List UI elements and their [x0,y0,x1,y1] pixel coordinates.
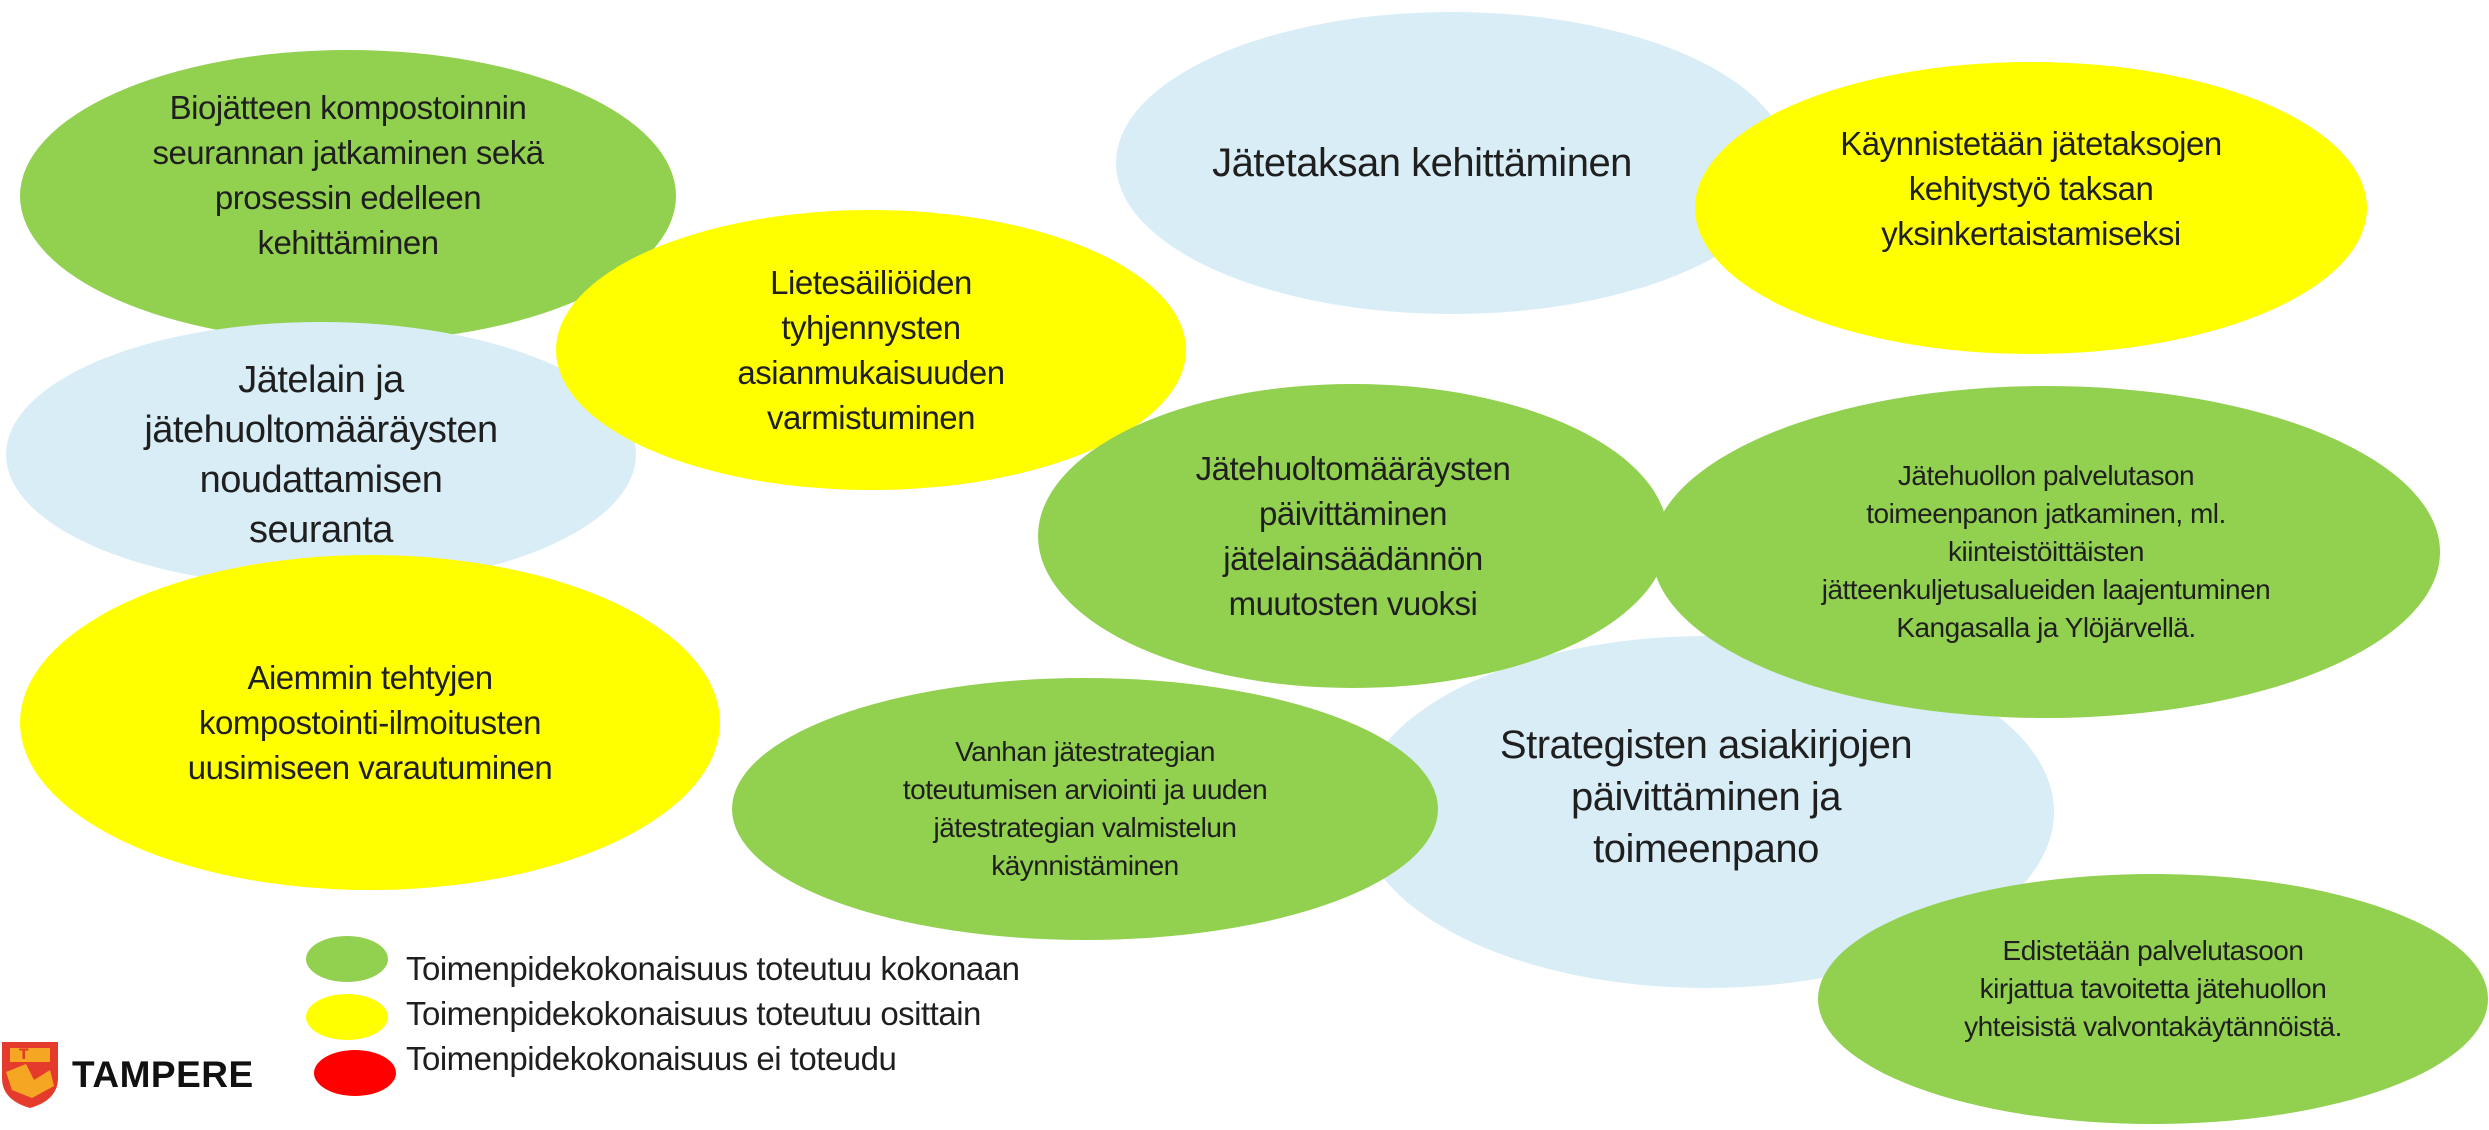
legend-swatch-red [314,1050,396,1096]
measure-jatelain-seuranta: Jätelain ja jätehuoltomääräysten noudatt… [6,322,636,587]
measure-biojate: Biojätteen kompostoinnin seurannan jatka… [20,50,676,342]
tampere-coat-of-arms-icon: T [2,1042,58,1108]
legend-label-yellow: Toimenpidekokonaisuus toteutuu osittain [406,995,981,1032]
legend-label-red: Toimenpidekokonaisuus ei toteudu [406,1040,897,1077]
measure-jatetaksa-label: Jätetaksan kehittäminen [1212,140,1632,185]
legend-swatch-green [306,936,388,982]
measure-jatetaksat-kehitystyo: Käynnistetään jätetaksojen kehitystyö ta… [1695,62,2367,354]
tampere-logo-text: TAMPERE [72,1054,254,1095]
measure-maaraysten-paivitys-label: Jätehuoltomääräysten päivittäminen jätel… [1195,450,1511,622]
measure-biojate-label: Biojätteen kompostoinnin seurannan jatka… [152,89,544,261]
measure-jatestrategia: Vanhan jätestrategian toteutumisen arvio… [732,678,1438,940]
measure-strategiset-asiakirjat-label: Strategisten asiakirjojen päivittäminen … [1499,723,1913,871]
measure-jatetaksa: Jätetaksan kehittäminen [1116,12,1788,314]
svg-text:T: T [19,1047,29,1063]
measure-maaraysten-paivitys: Jätehuoltomääräysten päivittäminen jätel… [1038,384,1668,688]
measure-lietesailiot: Lietesäiliöiden tyhjennysten asianmukais… [556,210,1186,490]
measure-palvelutaso: Jätehuollon palvelutason toimeenpanon ja… [1652,386,2440,718]
measure-lietesailiot-label: Lietesäiliöiden tyhjennysten asianmukais… [737,264,1005,436]
measure-valvontakaytannot: Edistetään palvelutasoon kirjattua tavoi… [1818,874,2488,1124]
legend-label-green: Toimenpidekokonaisuus toteutuu kokonaan [406,950,1020,987]
measure-jatetaksat-kehitystyo-label: Käynnistetään jätetaksojen kehitystyö ta… [1840,124,2222,252]
measure-kompostointi-ilmoitukset: Aiemmin tehtyjen kompostointi-ilmoituste… [20,555,720,890]
measure-palvelutaso-label: Jätehuollon palvelutason toimeenpanon ja… [1821,460,2271,643]
measure-jatestrategia-label: Vanhan jätestrategian toteutumisen arvio… [902,736,1268,881]
measure-jatelain-seuranta-label: Jätelain ja jätehuoltomääräysten noudatt… [144,358,498,551]
measure-valvontakaytannot-label: Edistetään palvelutasoon kirjattua tavoi… [1964,935,2342,1042]
measure-kompostointi-ilmoitukset-label: Aiemmin tehtyjen kompostointi-ilmoituste… [187,659,553,786]
legend-swatch-yellow [306,994,388,1040]
